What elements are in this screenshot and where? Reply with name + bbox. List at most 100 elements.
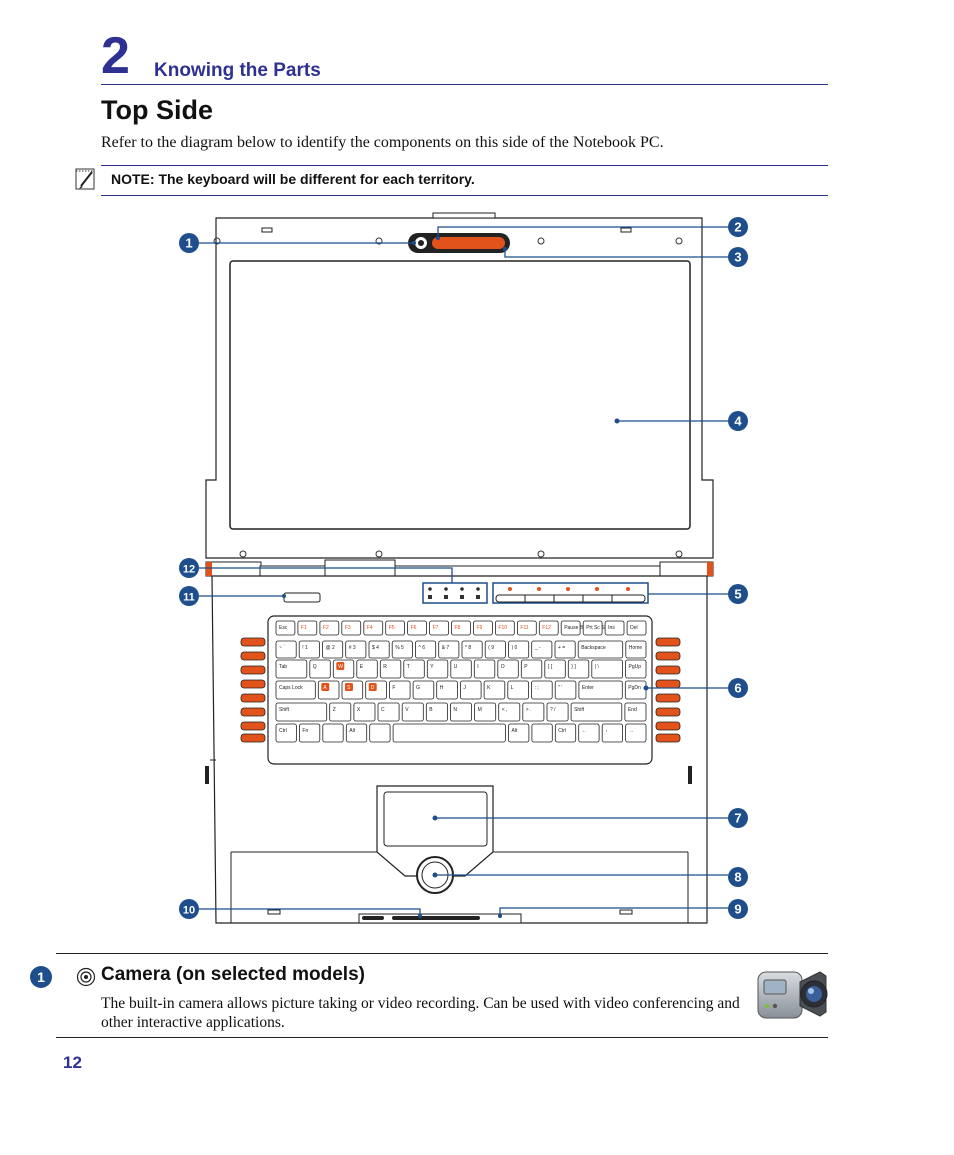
keyboard-key <box>578 723 600 743</box>
keyboard-key-label: J <box>463 685 466 691</box>
keyboard-key <box>353 702 376 722</box>
keyboard-key <box>507 680 529 700</box>
item-description: The built-in camera allows picture takin… <box>101 995 740 1031</box>
chapter-title: Knowing the Parts <box>154 60 321 81</box>
keyboard-key-label: ? / <box>550 707 556 713</box>
keyboard-key <box>626 620 647 636</box>
keyboard-key-label: → <box>629 728 634 734</box>
keyboard-key <box>275 659 308 679</box>
keyboard-key-label: % 5 <box>395 645 404 651</box>
keyboard-key-label: O <box>501 664 505 670</box>
keyboard-key <box>275 640 297 659</box>
keyboard-key-label: " ' <box>558 685 562 691</box>
keyboard-key <box>450 659 472 679</box>
keyboard-key <box>473 620 493 636</box>
keyboard-key <box>484 640 506 659</box>
keyboard-key <box>385 620 406 636</box>
keyboard-key-label: * 8 <box>465 645 471 651</box>
keyboard-key <box>531 723 553 743</box>
keyboard-key <box>625 723 647 743</box>
keyboard-key-label: + = <box>558 645 565 651</box>
chapter-number: 2 <box>101 27 130 85</box>
keyboard-key <box>601 723 624 743</box>
keyboard-key <box>341 620 362 636</box>
keyboard-key <box>392 723 506 743</box>
keyboard-key-label: Alt <box>512 728 518 734</box>
keyboard-key-label: F9 <box>477 625 483 631</box>
section-title: Top Side <box>101 95 213 125</box>
item-number: 1 <box>37 969 45 985</box>
keyboard-key-label: $ 4 <box>372 645 379 651</box>
keyboard-key <box>473 659 496 679</box>
keyboard-key <box>412 680 435 700</box>
keyboard-key-highlight <box>321 683 330 691</box>
keyboard-key <box>298 640 320 659</box>
intro-text: Refer to the diagram below to identify t… <box>101 134 664 151</box>
keyboard-key <box>345 723 368 743</box>
callout-label-6: 6 <box>734 681 741 696</box>
keyboard-key-label: Alt <box>349 728 355 734</box>
keyboard-key <box>363 620 384 636</box>
keyboard-key <box>379 659 402 679</box>
keyboard-key-label: F4 <box>367 625 373 631</box>
keyboard-key-label: Tab <box>279 664 287 670</box>
keyboard-key <box>560 620 581 636</box>
keyboard-key <box>522 702 545 722</box>
callout-label-2: 2 <box>734 220 741 235</box>
keyboard-key <box>461 640 483 659</box>
keyboard-key <box>483 680 506 700</box>
keyboard-key-label: Q <box>313 664 317 670</box>
keyboard-key <box>426 659 449 679</box>
keyboard-key-label: M <box>478 707 482 713</box>
keyboard-key-label: Z <box>333 707 336 713</box>
keyboard-key <box>508 640 530 659</box>
keyboard-key-label: ← <box>582 728 587 734</box>
keyboard-key <box>624 702 647 722</box>
callout-label-7: 7 <box>734 811 741 826</box>
keyboard-key-label: PgDn <box>628 685 641 691</box>
item-top-rule <box>56 953 828 954</box>
keyboard-key <box>377 702 400 722</box>
keyboard-key <box>577 640 624 659</box>
keyboard-key <box>369 723 391 743</box>
keyboard-key <box>554 640 576 659</box>
callout-label-5: 5 <box>734 587 741 602</box>
note-text: NOTE: The keyboard will be different for… <box>111 171 475 187</box>
keyboard-key <box>368 640 390 659</box>
keyboard-key-label: } ] <box>571 664 576 670</box>
item-title: Camera (on selected models) <box>101 964 365 985</box>
keyboard-key-label: B <box>429 707 433 713</box>
callout-badge-11 <box>179 586 199 606</box>
keyboard-key-label: Caps Lock <box>279 685 303 691</box>
keyboard-key-label: F3 <box>345 625 351 631</box>
keyboard-key-label: Ctrl <box>558 728 566 734</box>
callout-label-1: 1 <box>185 236 192 251</box>
keyboard-key-label: F8 <box>455 625 461 631</box>
keyboard-key-label: PgUp <box>629 664 642 670</box>
keyboard-key <box>591 659 623 679</box>
keyboard-key-label: Esc <box>279 625 288 631</box>
keyboard-key-label: T <box>407 664 410 670</box>
keyboard-key <box>459 680 482 700</box>
keyboard-key <box>415 640 437 659</box>
keyboard-key-label: F2 <box>323 625 329 631</box>
keyboard-key <box>298 723 321 743</box>
keyboard-key-label: F12 <box>542 625 551 631</box>
keyboard-key <box>345 640 367 659</box>
keyboard-key-label: I <box>477 664 478 670</box>
keyboard-key <box>554 723 577 743</box>
keyboard-key-label: | \ <box>595 664 600 670</box>
callout-badge-5 <box>728 584 748 604</box>
keyboard-key <box>309 659 331 679</box>
keyboard-key <box>498 702 521 722</box>
keyboard-key-label: H <box>440 685 444 691</box>
note-top-rule <box>101 165 828 166</box>
keyboard-key <box>474 702 497 722</box>
keyboard-key-label: F7 <box>433 625 439 631</box>
keyboard-key-label: Shift <box>574 707 585 713</box>
keyboard-key-label: Backspace <box>581 645 606 651</box>
keyboard-key-label: E <box>360 664 364 670</box>
callout-badge-4 <box>728 411 748 431</box>
keyboard-key-highlight <box>368 683 377 691</box>
keyboard-key-label: : ; <box>535 685 539 691</box>
